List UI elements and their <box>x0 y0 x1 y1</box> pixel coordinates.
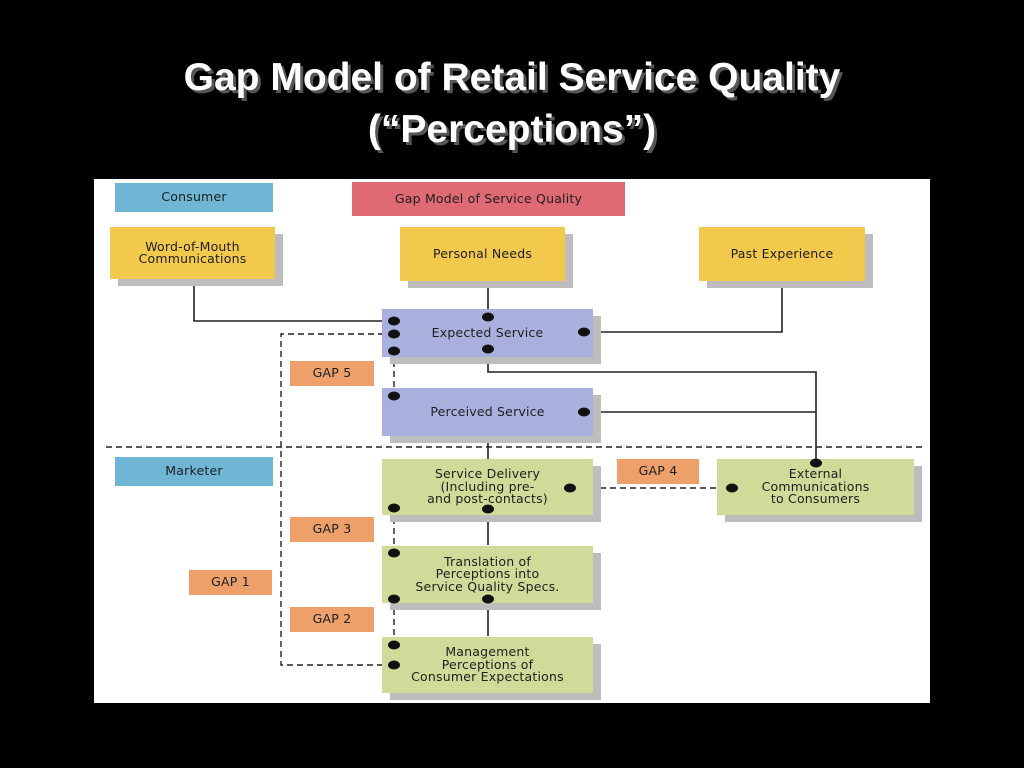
line-word-of-mouth-to-expected <box>193 283 394 322</box>
connector-dot <box>388 329 400 339</box>
line-expected-to-external <box>487 349 817 463</box>
gap1-dashed-connector <box>280 333 394 666</box>
connector-dot <box>482 344 494 354</box>
gap5-label: GAP 5 <box>290 361 374 386</box>
connector-dot <box>726 483 738 493</box>
gap4-label: GAP 4 <box>617 459 699 484</box>
connector-dot <box>388 660 400 670</box>
connector-dot <box>388 391 400 401</box>
slide-title-line-1: Gap Model of Retail Service Quality <box>183 56 841 99</box>
marketer-label: Marketer <box>115 457 273 486</box>
connector-dot <box>388 346 400 356</box>
line-past-experience-to-expected <box>584 286 783 333</box>
translation-box: Translation of Perceptions into Service … <box>382 546 593 603</box>
connector-dot <box>564 483 576 493</box>
gap2-label: GAP 2 <box>290 607 374 632</box>
connector-dot <box>578 327 590 337</box>
past-experience-box: Past Experience <box>699 227 865 281</box>
external-communications-box: External Communications to Consumers <box>717 459 914 515</box>
word-of-mouth-box: Word-of-Mouth Communications <box>110 227 275 279</box>
connector-dot <box>388 594 400 604</box>
connector-dot <box>482 504 494 514</box>
slide-title: Gap Model of Retail Service Quality (“Pe… <box>0 52 1024 156</box>
slide-title-line-2: (“Perceptions”) <box>367 108 657 151</box>
connector-dot <box>578 407 590 417</box>
personal-needs-box: Personal Needs <box>400 227 565 281</box>
gap1-label: GAP 1 <box>189 570 272 595</box>
connector-dot <box>388 503 400 513</box>
connector-dot <box>388 548 400 558</box>
gap3-label: GAP 3 <box>290 517 374 542</box>
connector-lines <box>106 283 922 666</box>
connector-dot <box>810 458 822 468</box>
gap-model-label: Gap Model of Service Quality <box>352 182 625 216</box>
gap-model-diagram: Consumer Gap Model of Service Quality Ma… <box>94 179 930 703</box>
connector-dot <box>482 312 494 322</box>
consumer-label: Consumer <box>115 183 273 212</box>
connector-dot <box>388 640 400 650</box>
connector-dot <box>388 316 400 326</box>
connector-dot <box>482 594 494 604</box>
perceived-service-box: Perceived Service <box>382 388 593 436</box>
management-perceptions-box: Management Perceptions of Consumer Expec… <box>382 637 593 693</box>
